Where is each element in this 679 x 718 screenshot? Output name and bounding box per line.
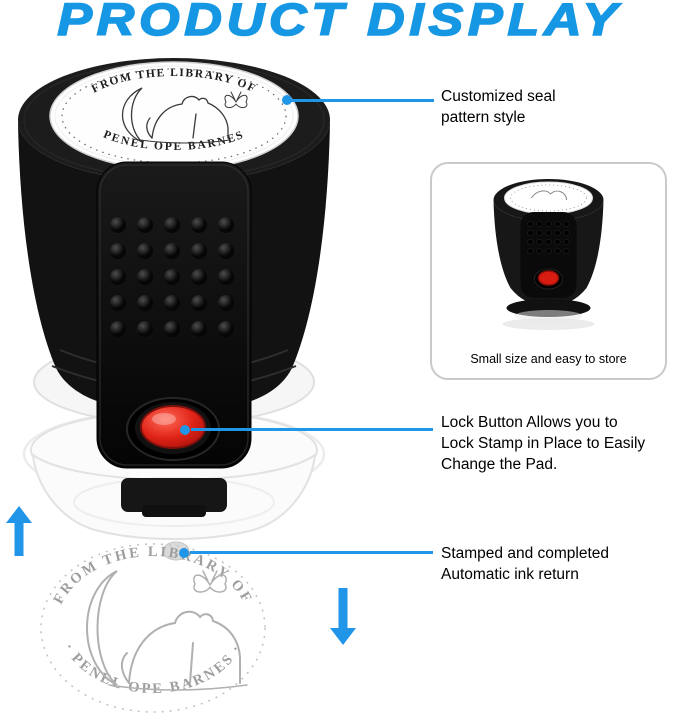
imprint-artwork-dog-moon <box>86 570 248 691</box>
lock-button <box>126 397 220 461</box>
inset-caption: Small size and easy to store <box>470 352 627 366</box>
callout-text-line: Lock Stamp in Place to Easily <box>441 435 646 452</box>
callout-text-line: Lock Button Allows you to <box>441 414 618 431</box>
stamped-imprint-image: FROM THE LIBRARY OF · PENEL OPE BARNES · <box>40 543 266 713</box>
callout-dot-ink-return <box>179 548 189 558</box>
callout-dot-lock-button <box>180 425 190 435</box>
callout-text-line: Change the Pad. <box>441 456 558 473</box>
small-size-inset-panel: Small size and easy to store <box>430 162 667 380</box>
up-arrow-icon <box>6 506 32 556</box>
callout-ink-return: Stamped and completed Automatic ink retu… <box>441 543 666 585</box>
stamp-front-panel <box>96 161 252 469</box>
callout-text-line: pattern style <box>441 109 526 126</box>
seal-face: FROM THE LIBRARY OF PENEL OPE BARNES <box>49 61 299 171</box>
callout-text-line: Automatic ink return <box>441 566 579 583</box>
callout-text-line: Customized seal <box>441 88 556 105</box>
callout-line-lock-button <box>191 428 433 431</box>
down-arrow-icon <box>330 588 356 645</box>
imprint-dotted-ring <box>40 543 266 713</box>
base-tab <box>121 478 227 517</box>
callout-line-ink-return <box>190 551 433 554</box>
callout-dot-seal <box>282 95 292 105</box>
callout-lock-button: Lock Button Allows you to Lock Stamp in … <box>441 412 676 475</box>
callout-text-line: Stamped and completed <box>441 545 610 562</box>
page-title: PRODUCT DISPLAY <box>56 0 622 46</box>
mini-stamp-image <box>493 179 603 330</box>
callout-seal-pattern: Customized seal pattern style <box>441 86 641 128</box>
callout-line-seal <box>289 99 434 102</box>
stamp-product-image: FROM THE LIBRARY OF PENEL OPE BARNES <box>18 58 330 561</box>
grip-dots <box>110 217 234 337</box>
seal-artwork-dog-moon <box>121 87 248 144</box>
